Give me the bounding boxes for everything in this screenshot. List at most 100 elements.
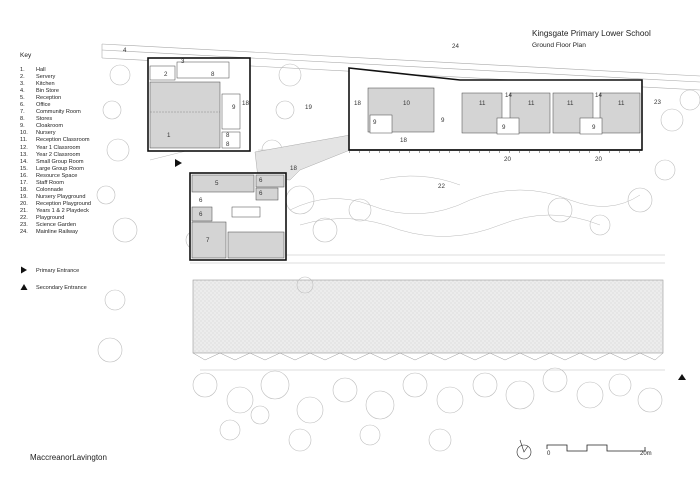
key-item: 6.Office xyxy=(20,102,130,109)
key-item-label: Bin Store xyxy=(36,88,60,95)
key-item: 1.Hall xyxy=(20,67,130,74)
tree-icon xyxy=(332,377,358,403)
tree-icon xyxy=(312,217,338,243)
reception-block xyxy=(189,172,287,261)
room-label-18c: 18 xyxy=(400,137,407,144)
key-item-label: Colonnade xyxy=(36,186,64,193)
key-item-label: Resource Space xyxy=(36,172,78,179)
tree-icon xyxy=(104,289,126,311)
room-label-6a: 6 xyxy=(259,177,263,184)
key-item-label: Community Room xyxy=(36,109,81,116)
key-item-number: 15. xyxy=(20,165,28,172)
key-item-label: Reception xyxy=(36,95,62,102)
key-item-number: 18. xyxy=(20,186,28,193)
key-item-number: 14. xyxy=(20,158,28,165)
key-item: 16.Resource Space xyxy=(20,173,130,180)
key-item-number: 5. xyxy=(20,95,25,102)
north-arrow-icon xyxy=(516,439,532,460)
room-label-11c: 11 xyxy=(567,100,574,107)
primary-entrance-marker xyxy=(175,159,182,167)
key-item-number: 7. xyxy=(20,109,25,116)
tree-icon xyxy=(348,198,372,222)
tree-icon xyxy=(660,108,684,132)
key-item: 9.Cloakroom xyxy=(20,123,130,130)
drawing-title: Kingsgate Primary Lower School xyxy=(532,29,651,38)
key-item: 11. Reception Classroom xyxy=(20,137,130,144)
primary-entrance-label: Primary Entrance xyxy=(36,268,80,274)
scale-end-label: 20m xyxy=(640,451,652,457)
tree-icon xyxy=(285,185,315,215)
key-item-number: 3. xyxy=(20,81,25,88)
room-label-11d: 11 xyxy=(618,100,625,107)
key-item: 4.Bin Store xyxy=(20,88,130,95)
primary-entrance-key: Primary Entrance xyxy=(20,266,79,276)
key-item-number: 17. xyxy=(20,179,28,186)
room-label-6c: 6 xyxy=(199,197,203,204)
key-item-label: Year 2 Classroom xyxy=(36,151,81,158)
key-item: 2.Servery xyxy=(20,74,130,81)
key-item-number: 10. xyxy=(20,130,28,137)
tree-icon xyxy=(97,337,123,363)
room-label-24: 24 xyxy=(452,43,459,50)
tree-icon xyxy=(679,89,700,111)
room-label-2: 2 xyxy=(164,71,168,78)
key-item-label: Reception Playground xyxy=(36,200,92,207)
room-labels: 1 2 3 4 5 6 6 6 6 7 8 8 8 9 9 9 9 9 10 1… xyxy=(123,43,661,244)
key-item: 14. Small Group Room xyxy=(20,159,130,166)
tree-icon xyxy=(428,428,452,452)
key-item: 17. Staff Room xyxy=(20,180,130,187)
room-label-11a: 11 xyxy=(479,100,486,107)
tree-icon xyxy=(96,185,116,205)
hatch-zigzag xyxy=(192,352,664,361)
room-label-20a: 20 xyxy=(504,156,511,163)
tree-icon xyxy=(109,64,131,86)
tree-icon xyxy=(576,381,604,409)
key-item: 5. Reception xyxy=(20,95,130,102)
key-item-number: 12. xyxy=(20,144,28,151)
room-label-8a: 8 xyxy=(211,71,215,78)
key-item-label: Staff Room xyxy=(36,179,64,186)
key-item-number: 8. xyxy=(20,116,25,123)
hall-block xyxy=(147,57,251,152)
room-label-20b: 20 xyxy=(595,156,602,163)
room-label-18a: 18 xyxy=(242,100,249,107)
room-label-22: 22 xyxy=(438,183,445,190)
room-label-9c: 9 xyxy=(441,117,445,124)
room-label-23: 23 xyxy=(654,99,661,106)
room-label-9e: 9 xyxy=(592,124,596,131)
key-item: 21.Years 1 & 2 Playdeck xyxy=(20,208,130,215)
tree-icon xyxy=(589,214,611,236)
key-item: 20. Reception Playground xyxy=(20,201,130,208)
key-item-number: 22. xyxy=(20,214,28,221)
key-item: 18. Colonnade xyxy=(20,187,130,194)
key-item-label: Kitchen xyxy=(36,81,55,88)
tree-icon xyxy=(359,424,381,446)
tree-icon xyxy=(627,187,653,213)
tree-icon xyxy=(547,197,573,223)
key-item-label: Servery xyxy=(36,74,56,81)
key-heading: Key xyxy=(20,52,32,59)
room-label-4: 4 xyxy=(123,47,127,54)
tree-icon xyxy=(275,100,295,120)
key-item-label: Playground xyxy=(36,214,65,221)
room-label-18d: 18 xyxy=(290,165,297,172)
key-item: 7. Community Room xyxy=(20,109,130,116)
key-item-number: 6. xyxy=(20,102,25,109)
tree-icon xyxy=(226,386,254,414)
room-label-7: 7 xyxy=(206,237,210,244)
key-item-label: Reception Classroom xyxy=(36,137,90,144)
tree-icon xyxy=(296,396,324,424)
key-item: 12.Year 1 Classroom xyxy=(20,145,130,152)
secondary-entrance-icon xyxy=(20,283,36,293)
key-item-label: Small Group Room xyxy=(36,158,84,165)
key-item-label: Large Group Room xyxy=(36,165,84,172)
secondary-entrance-marker xyxy=(678,374,686,380)
tree-icon xyxy=(106,138,130,162)
classroom-block xyxy=(348,67,643,151)
key-item-number: 11. xyxy=(20,137,28,144)
tree-icon xyxy=(654,159,676,181)
key-item-number: 20. xyxy=(20,200,28,207)
